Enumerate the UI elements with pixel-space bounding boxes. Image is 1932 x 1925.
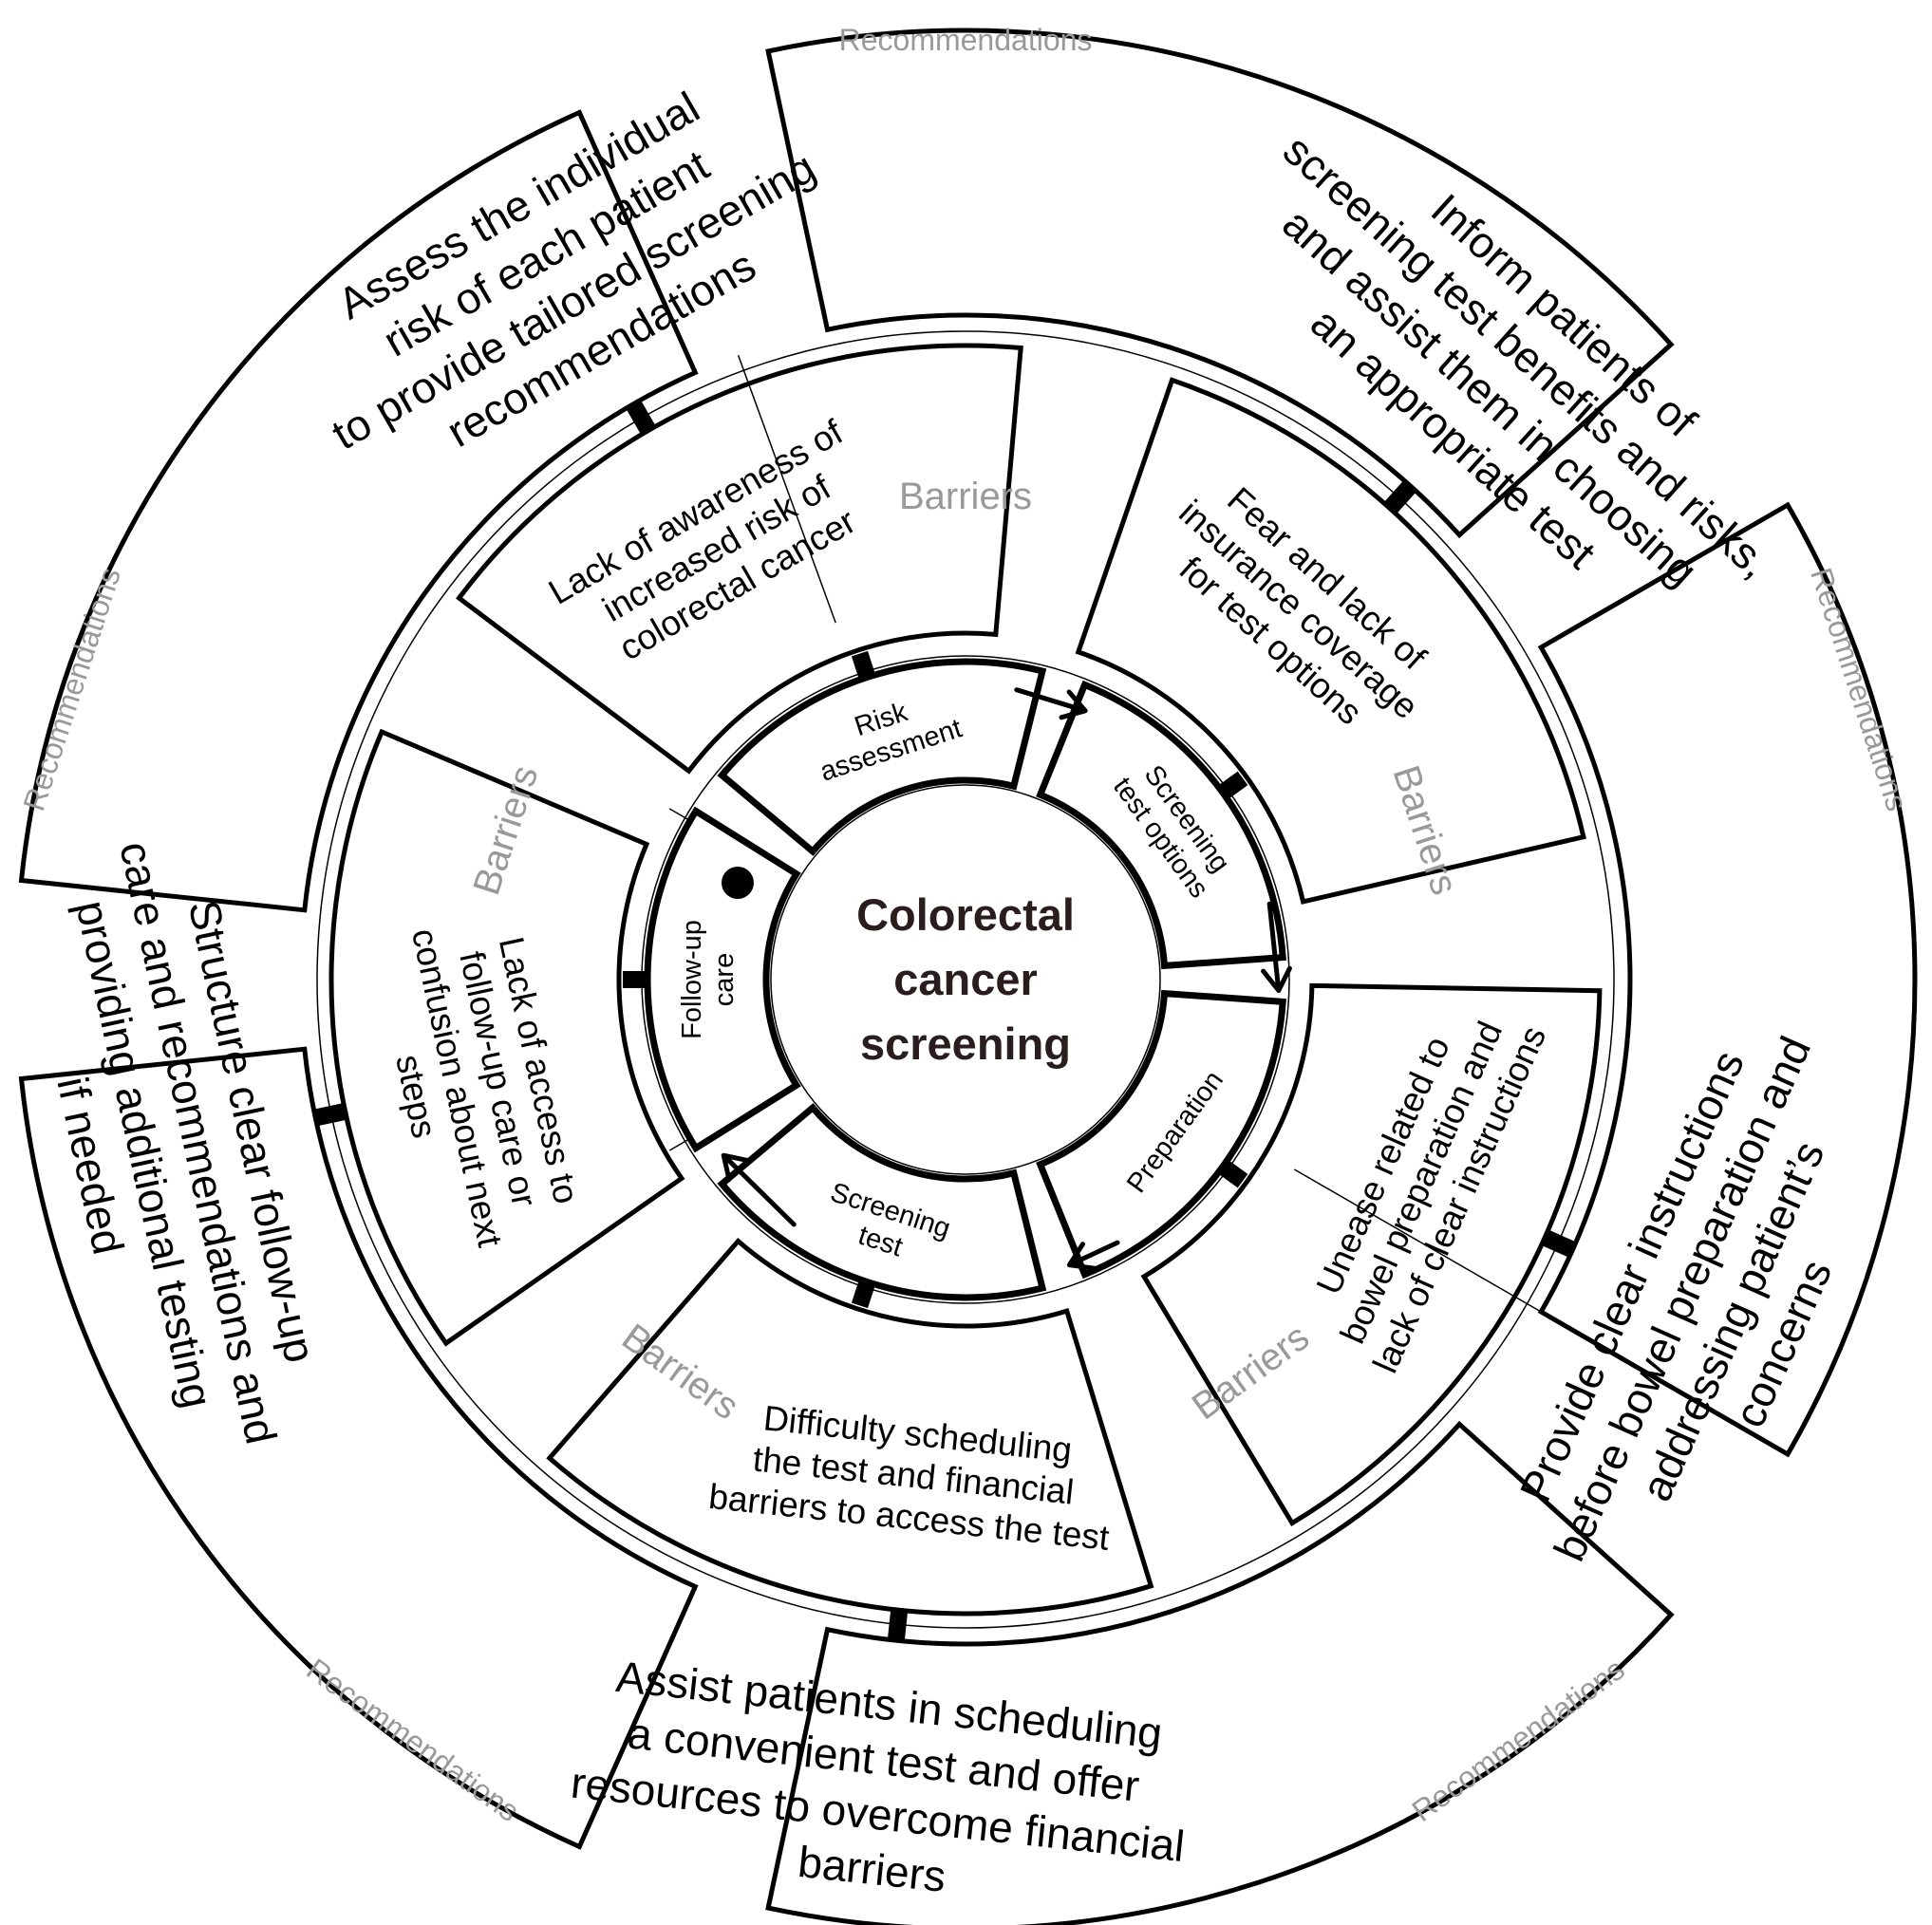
center-title-line: screening xyxy=(860,1019,1071,1069)
barrier-ring xyxy=(328,343,1603,1617)
guide-line xyxy=(1294,1168,1542,1313)
center-title-line: Colorectal xyxy=(856,889,1075,940)
connector-rec-bar-follow-up-care xyxy=(314,1103,347,1127)
center-title-line: cancer xyxy=(893,954,1038,1004)
connector-rec-bar-screening-test-options xyxy=(1383,480,1416,514)
barrier-segment-follow-up-care xyxy=(328,728,685,1347)
barrier-segment-preparation xyxy=(1140,982,1603,1527)
guide-line xyxy=(737,354,836,624)
step-label-follow-up-care-line: care xyxy=(709,953,740,1006)
recommendation-segment-screening-test-options xyxy=(765,28,1675,539)
arrows xyxy=(721,687,1292,1271)
center-circle xyxy=(770,784,1161,1175)
recommendations-label: Recommendations xyxy=(839,23,1093,57)
recommendation-ring xyxy=(18,28,1918,1925)
step-segment-screening-test-options xyxy=(1036,680,1286,970)
arrow-to-follow-up-care xyxy=(721,1152,797,1227)
step-segment-preparation xyxy=(1036,989,1286,1280)
process-ring xyxy=(644,658,1286,1301)
connector-bar-step-screening-test-options xyxy=(1217,771,1248,800)
barrier-segment-risk-assessment xyxy=(455,343,1023,775)
arrow-to-screening-test-options xyxy=(1014,687,1088,720)
barriers-label: Barriers xyxy=(899,476,1032,517)
arrow-to-preparation xyxy=(1261,901,1292,993)
arrow-to-screening-test xyxy=(1066,1240,1120,1271)
barrier-segment-screening-test xyxy=(546,1237,1154,1617)
step-label-follow-up-care-line: Follow-up xyxy=(677,920,707,1039)
recommendation-segment-follow-up-care xyxy=(18,1046,699,1850)
center-title: Colorectal cancer screening xyxy=(856,889,1075,1069)
connector-rec-bar-preparation xyxy=(1542,1229,1576,1258)
connector-rec-bar-risk-assessment xyxy=(626,401,656,435)
recommendation-segment-risk-assessment xyxy=(18,109,699,913)
connector-bar-step-screening-test xyxy=(851,1279,876,1309)
connector-rec-bar-screening-test xyxy=(887,1610,909,1641)
connector-bar-step-risk-assessment xyxy=(851,650,876,681)
step-segment-risk-assessment xyxy=(717,658,1047,856)
start-dot xyxy=(722,867,754,899)
connectors xyxy=(314,401,1576,1641)
step-segment-screening-test xyxy=(717,1103,1047,1301)
connector-bar-step-preparation xyxy=(1217,1159,1248,1188)
outer-guide-circle xyxy=(316,330,1615,1629)
step-segment-follow-up-care xyxy=(644,806,801,1153)
recommendation-segment-screening-test xyxy=(765,1420,1675,1925)
connector-bar-step-follow-up-care xyxy=(623,971,647,988)
barrier-segment-screening-test-options xyxy=(1075,377,1586,905)
recommendation-segment-preparation xyxy=(1537,501,1918,1458)
